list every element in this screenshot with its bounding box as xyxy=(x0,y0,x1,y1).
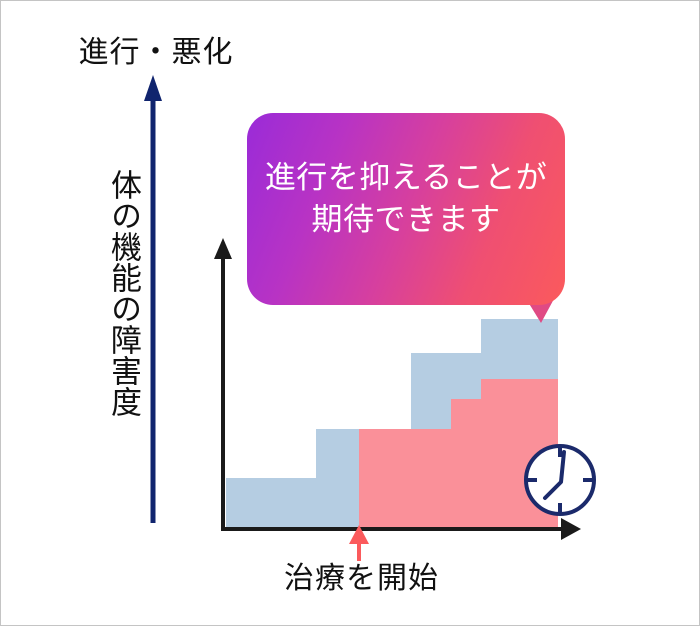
arrow-up-icon xyxy=(144,75,162,523)
callout-bubble-text: 進行を抑えることが 期待できます xyxy=(247,157,565,241)
x-axis xyxy=(221,518,581,540)
y-axis-label: 体の機能の障害度 xyxy=(106,169,141,417)
series-treated xyxy=(359,379,558,529)
treatment-start-label: 治療を開始 xyxy=(284,562,439,595)
callout-bubble: 進行を抑えることが 期待できます xyxy=(247,113,565,305)
arrow-up-marker-icon xyxy=(349,525,369,561)
page-title: 進行・悪化 xyxy=(78,36,234,69)
y-axis xyxy=(214,238,232,531)
callout-line-2: 期待できます xyxy=(311,201,501,237)
callout-line-1: 進行を抑えることが xyxy=(264,160,548,195)
clock-icon xyxy=(524,444,596,516)
